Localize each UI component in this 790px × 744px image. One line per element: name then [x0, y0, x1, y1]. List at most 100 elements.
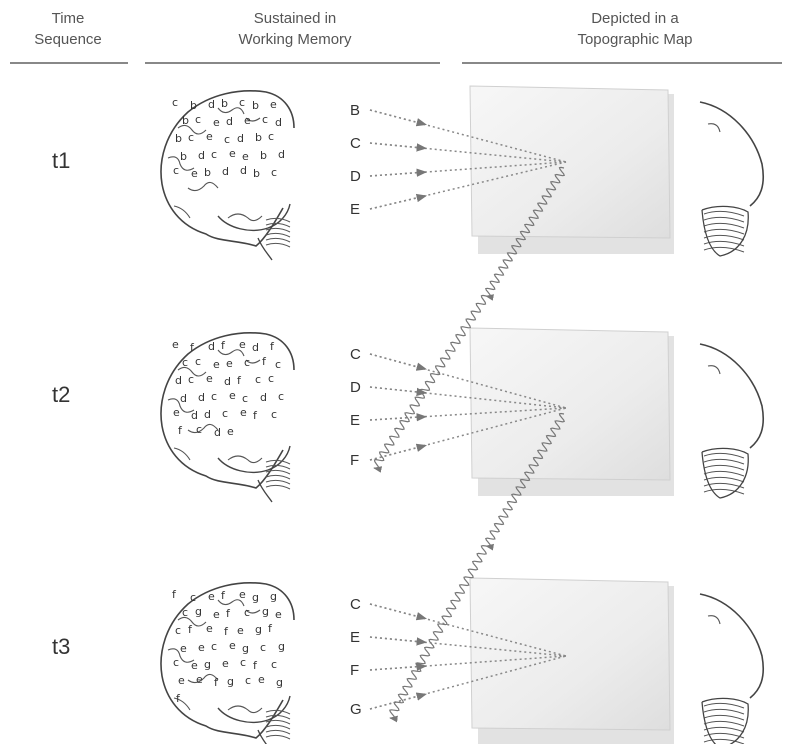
input-arrow — [369, 168, 428, 177]
brain-letter: f — [178, 424, 183, 437]
brain-letter: e — [180, 642, 187, 655]
brain-letter: c — [255, 373, 261, 386]
paper-sheet — [469, 327, 671, 481]
brain-letter: b — [190, 99, 197, 112]
transition-arrow — [389, 544, 487, 723]
brain-letter: c — [260, 641, 266, 654]
input-arrow — [369, 142, 428, 152]
brain-letter: c — [240, 656, 246, 669]
cerebellum-fold — [265, 459, 291, 465]
brain-gyrus — [173, 697, 191, 711]
cerebellum-sketch-icon — [265, 217, 291, 248]
cerebellum-fold — [265, 709, 291, 715]
input-arrow — [369, 443, 428, 461]
brain-gyrus — [167, 398, 195, 413]
cerebellum-fold — [703, 228, 745, 235]
brain-gyrus — [707, 615, 721, 625]
input-letter: G — [350, 701, 362, 718]
brain-letter: b — [260, 149, 267, 162]
cerebellum-fold — [703, 708, 745, 715]
brain-letter: c — [195, 355, 201, 368]
brain-letter: c — [211, 390, 217, 403]
cerebellum-fold — [703, 732, 745, 739]
brain-letter: c — [188, 373, 194, 386]
brain-gyrus — [177, 124, 207, 135]
brain-gyrus — [227, 455, 263, 464]
cerebellum-outline — [701, 205, 749, 257]
cerebellum-fold — [265, 237, 291, 243]
brain-gyrus — [187, 181, 219, 192]
brain-letter: c — [195, 113, 201, 126]
brain-letter: g — [255, 623, 262, 636]
input-letter: E — [350, 412, 360, 429]
brain-letter: d — [278, 148, 285, 161]
cerebellum-fold — [265, 469, 291, 475]
cerebellum-fold — [703, 240, 745, 247]
brain-gyrus — [707, 365, 721, 375]
paper-sheet — [469, 577, 671, 731]
paper-sheet-icon — [469, 577, 674, 744]
brain-letter: e — [206, 372, 213, 385]
brain-gyrus — [245, 359, 261, 364]
brain-letter: c — [268, 130, 274, 143]
brain-letter: g — [252, 591, 259, 604]
brain-gyrus — [245, 609, 261, 614]
brain-letter: c — [196, 423, 202, 436]
input-letter: F — [350, 452, 359, 469]
header-map-line2: Topographic Map — [577, 31, 693, 48]
brain-letter: c — [175, 624, 181, 637]
brain-letter: c — [222, 407, 228, 420]
cerebellum-fold — [703, 714, 745, 721]
brain-letter: b — [182, 114, 189, 127]
brain-letter: c — [188, 131, 194, 144]
cerebellum-fold — [265, 242, 291, 248]
brain-gyrus — [707, 123, 721, 133]
brain-gyrus — [217, 107, 245, 115]
brain-letter: e — [227, 425, 234, 438]
brain-letter: c — [182, 606, 188, 619]
brain-letter: e — [178, 674, 185, 687]
brain-letter: e — [172, 338, 179, 351]
cerebellum-sketch-icon — [265, 709, 291, 740]
paper-sheet-icon — [469, 327, 674, 496]
brain-letter: f — [224, 625, 229, 638]
brain-letter: f — [221, 589, 226, 602]
brain-outline-right — [699, 101, 765, 207]
brain-letter: d — [226, 115, 233, 128]
brain-gyrus — [173, 205, 191, 219]
brain-letter: c — [211, 148, 217, 161]
cerebellum-outline — [701, 447, 749, 499]
cerebellum-fold — [703, 702, 745, 709]
brain-outline-right — [699, 593, 765, 699]
cerebellum-outline — [701, 697, 749, 744]
cerebellum-fold — [265, 474, 291, 480]
cerebellum-fold — [703, 482, 745, 489]
brain-outline — [160, 582, 295, 739]
brain-letter: b — [255, 131, 262, 144]
projection-line — [369, 353, 567, 409]
cerebellum-sketch-icon — [699, 101, 765, 257]
header-time-line2: Sequence — [34, 31, 102, 48]
paper-sheet-icon — [469, 85, 674, 254]
transition-arrow — [373, 294, 487, 473]
temporal-lobe — [217, 445, 291, 474]
transition-arrow — [485, 166, 565, 301]
brain-outline — [160, 90, 295, 247]
brain-letter: e — [222, 657, 229, 670]
brain-letter: f — [268, 622, 273, 635]
cerebellum-fold — [703, 470, 745, 477]
brain-letter: c — [224, 133, 230, 146]
cerebellum-fold — [265, 724, 291, 730]
brain-letter: g — [276, 676, 283, 689]
brain-letter: c — [278, 390, 284, 403]
brain-letter: e — [191, 659, 198, 672]
cerebellum-sketch-icon — [699, 343, 765, 499]
input-arrow — [369, 353, 428, 371]
input-letter: C — [350, 346, 361, 363]
brain-letter: e — [239, 588, 246, 601]
brain-letter: d — [208, 98, 215, 111]
brain-letter: f — [270, 340, 275, 353]
input-arrow — [369, 603, 428, 621]
brain-gyrus — [217, 599, 245, 607]
